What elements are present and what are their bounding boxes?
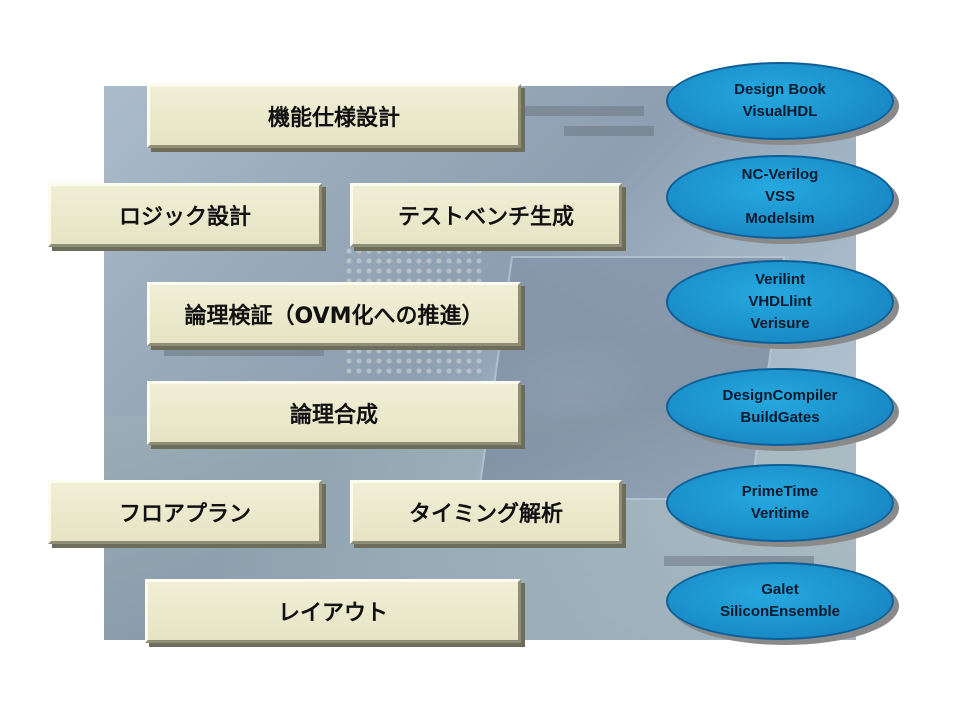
tool-ellipse-timing: PrimeTime Veritime: [666, 464, 894, 542]
floorplan-box: フロアプラン: [48, 480, 322, 544]
tool-ellipse-lint: Verilint VHDLlint Verisure: [666, 260, 894, 344]
tool-ellipse-synthesis: DesignCompiler BuildGates: [666, 368, 894, 446]
layout-box: レイアウト: [145, 579, 521, 643]
logic-design-box: ロジック設計: [48, 183, 322, 247]
timing-analysis-box: タイミング解析: [350, 480, 622, 544]
tool-ellipse-layout: Galet SiliconEnsemble: [666, 562, 894, 640]
tool-ellipse-spec: Design Book VisualHDL: [666, 62, 894, 140]
logic-verification-box: 論理検証（OVM化への推進）: [147, 282, 521, 346]
testbench-box: テストベンチ生成: [350, 183, 622, 247]
logic-synthesis-box: 論理合成: [147, 381, 521, 445]
tool-ellipse-simulation: NC-Verilog VSS Modelsim: [666, 155, 894, 239]
spec-design-box: 機能仕様設計: [147, 84, 521, 148]
